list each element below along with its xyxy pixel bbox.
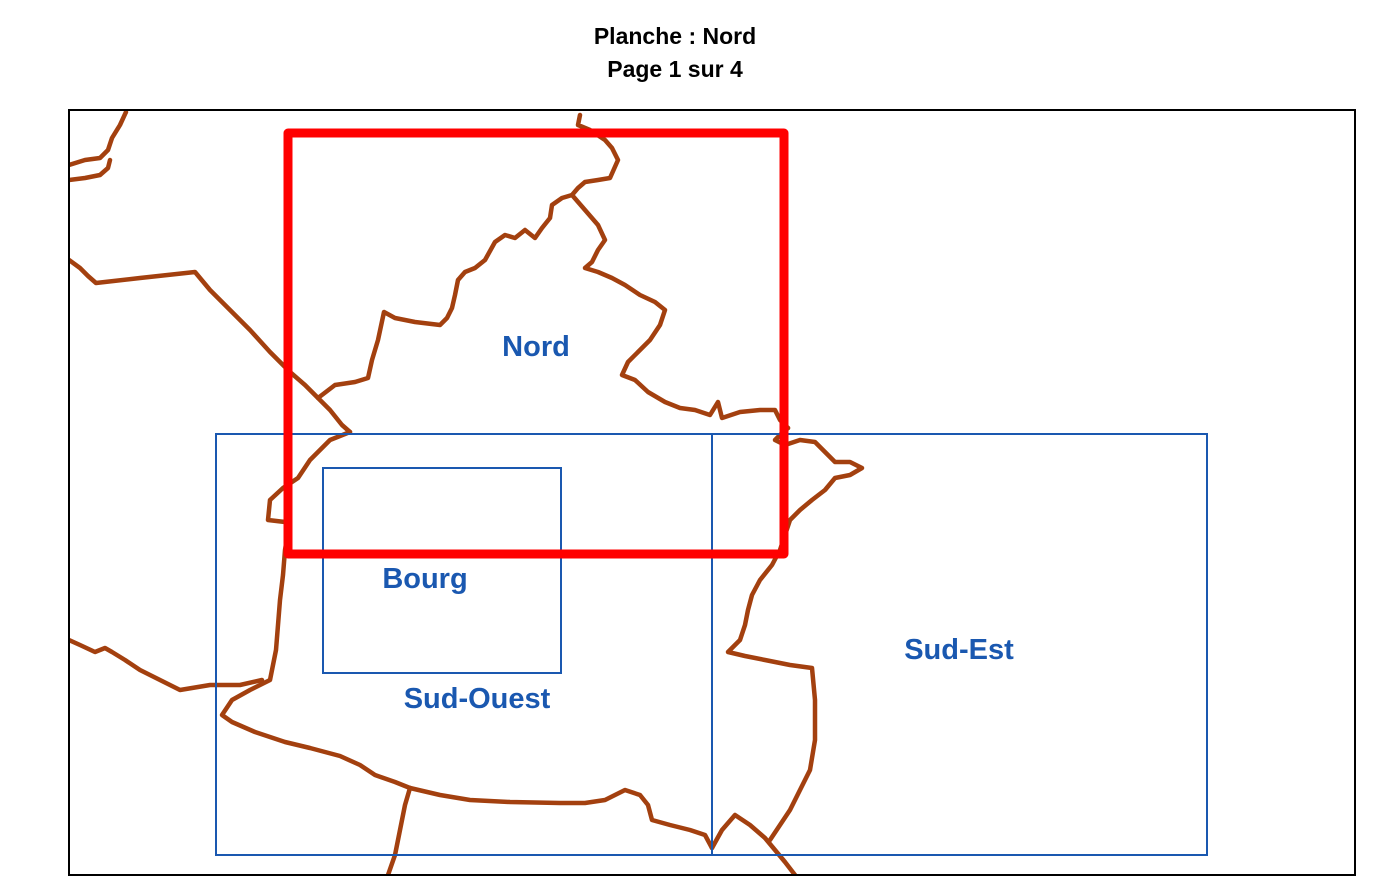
map-frame <box>68 109 1356 876</box>
boundary-line <box>69 637 265 693</box>
zone-label-bourg: Bourg <box>382 563 467 595</box>
page-number: Page 1 sur 4 <box>607 56 743 82</box>
boundary-line <box>709 812 798 875</box>
page-title: Planche : Nord <box>593 23 757 49</box>
boundary-line <box>69 157 113 183</box>
boundary-line <box>407 785 715 851</box>
bourg-extent[interactable] <box>322 467 562 674</box>
nord-extent-current[interactable] <box>283 128 789 559</box>
zone-label-nord: Nord <box>502 331 570 363</box>
boundary-line <box>219 429 413 791</box>
sud-est-extent[interactable] <box>711 433 1208 856</box>
zone-label-sud-est: Sud-Est <box>904 634 1014 666</box>
boundary-line <box>725 425 865 843</box>
zone-label-sud-ouest: Sud-Ouest <box>404 683 551 715</box>
boundary-line <box>385 785 413 875</box>
boundary-line <box>69 110 129 168</box>
boundary-lines <box>69 110 865 875</box>
boundary-line <box>315 112 621 401</box>
boundary-line <box>69 257 353 435</box>
boundary-line <box>569 192 791 431</box>
page-extents <box>215 433 1208 856</box>
